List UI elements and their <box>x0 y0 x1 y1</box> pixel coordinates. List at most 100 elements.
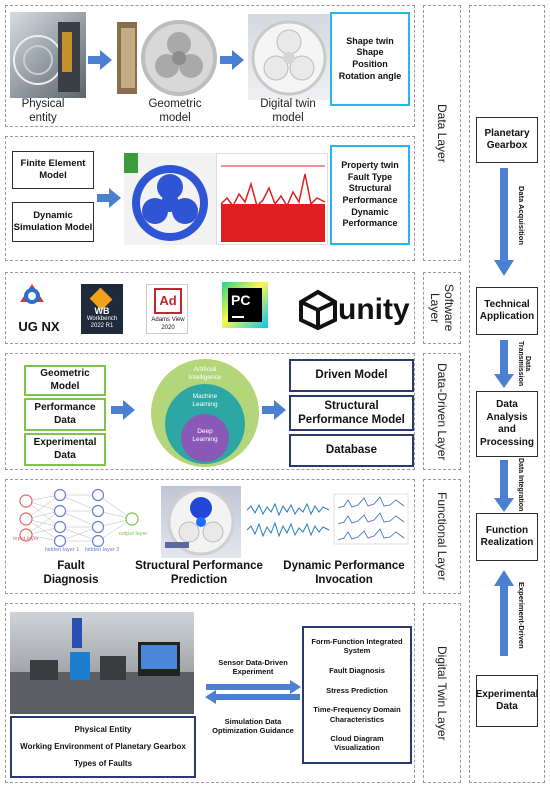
function-list-item-5: Cloud Diagram Visualization <box>330 734 384 753</box>
functional-label-frame <box>423 479 461 594</box>
property-twin-line-6: Performance <box>342 218 398 229</box>
ai-ml-dl-circles <box>151 359 259 467</box>
physical-entity-photo <box>10 12 86 98</box>
software-layer-label: Software Layer <box>428 284 456 332</box>
output-structural-model: Structural Performance Model <box>289 395 414 431</box>
neural-network-diagram <box>19 488 139 548</box>
output-database: Database <box>289 434 414 467</box>
dynamic-simulation-box: Dynamic Simulation Model <box>12 202 94 242</box>
right-column-frame <box>469 5 545 783</box>
data-layer-frame-bottom <box>5 136 415 261</box>
data-driven-label-frame <box>423 353 461 470</box>
entity-list-item-2: Working Environment of Planetary Gearbox <box>20 741 186 751</box>
fem-model-box: Finite Element Model <box>12 151 94 189</box>
label-data-acquisition: Data Acquisition <box>517 185 526 245</box>
input-experimental-data: Experimental Data <box>24 433 106 466</box>
adams-logo-icon: Ad Adams View 2020 <box>146 284 188 334</box>
digital-twin-layer-label: Digital Twin Layer <box>435 645 449 741</box>
software-label-frame <box>423 272 461 344</box>
ugnx-logo-icon <box>20 284 44 304</box>
spectrum-plots <box>333 493 409 545</box>
red-signal-drawing <box>220 165 326 242</box>
structural-prediction-image <box>161 486 241 558</box>
input-performance-data: Performance Data <box>24 398 106 431</box>
shape-twin-line-1: Shape twin <box>346 35 394 46</box>
ugnx-label: UG NX <box>18 319 60 334</box>
property-twin-box: Property twin Fault Type Structural Perf… <box>330 145 410 245</box>
property-twin-line-2: Fault Type <box>347 171 393 182</box>
workbench-wb: WB <box>94 306 110 316</box>
workbench-name: Workbench <box>86 316 118 322</box>
test-rig-drawing <box>10 618 194 714</box>
circle-ml-label: Machine Learning <box>192 393 218 409</box>
physical-entity-caption: Physical entity <box>21 98 65 124</box>
function-list-box: Form-Function Integrated System Fault Di… <box>302 626 412 764</box>
fault-diagnosis-caption: Fault Diagnosis <box>43 560 99 586</box>
shape-twin-box: Shape twin Shape Position Rotation angle <box>330 12 410 106</box>
arrow-right-4 <box>111 400 135 420</box>
entity-list-item-3: Types of Faults <box>73 759 133 769</box>
fem-gear-drawing <box>124 153 208 241</box>
structural-prediction-caption: Structural Performance Prediction <box>135 560 263 586</box>
adams-year: 2020 <box>161 325 175 331</box>
arrow-down-data-transmission <box>494 340 514 388</box>
arrow-down-data-acquisition <box>494 168 514 276</box>
workbench-year: 2022 R1 <box>90 323 114 329</box>
digital-twin-gear-drawing <box>251 20 327 96</box>
arrow-right-5 <box>262 400 286 420</box>
physical-entity-drawing <box>13 22 80 92</box>
function-list-item-3: Stress Prediction <box>326 685 388 695</box>
nn-hidden2-label: hidden layer 2 <box>84 547 120 553</box>
geometric-model-caption: Geometric model <box>148 98 202 124</box>
node-technical-application: Technical Application <box>476 287 538 335</box>
adams-logo-mark <box>154 288 182 314</box>
pycharm-logo-icon: PC <box>222 282 268 328</box>
arrow-right-3 <box>97 188 121 208</box>
shape-twin-line-2: Shape <box>356 47 384 58</box>
property-twin-line-5: Dynamic <box>351 206 389 217</box>
data-driven-frame <box>5 353 415 470</box>
functional-frame <box>5 479 415 594</box>
digital-twin-model-caption: Digital twin model <box>260 98 316 124</box>
label-data-integration: Data Integration <box>517 458 524 512</box>
property-twin-line-3: Structural <box>348 183 392 194</box>
shape-twin-line-3: Position <box>352 59 388 69</box>
node-planetary-gearbox: Planetary Gearbox <box>476 117 538 163</box>
digital-twin-label-frame <box>423 603 461 783</box>
dynamic-invocation-caption: Dynamic Performance Invocation <box>283 560 405 586</box>
digital-twin-model-image <box>248 14 330 100</box>
functional-layer-label: Functional Layer <box>435 492 449 581</box>
data-layer-label-frame <box>423 5 461 261</box>
function-list-item-4: Time-Frequency Domain Characteristics <box>313 705 401 724</box>
node-experimental-data: Experimental Data <box>476 675 538 727</box>
arrow-right-2 <box>220 50 244 70</box>
circle-ai-label: Artificial Intelligence <box>188 366 222 382</box>
workbench-logo-icon: WB Workbench 2022 R1 <box>81 284 123 334</box>
software-frame <box>5 272 415 344</box>
nn-input-layer-label: input layer <box>13 536 39 542</box>
property-twin-line-4: Performance <box>342 195 398 205</box>
adams-name: Adams View <box>151 317 185 323</box>
node-function-realization: Function Realization <box>476 513 538 561</box>
data-driven-layer-label: Data-Driven Layer <box>435 362 449 461</box>
structural-gear-drawing <box>165 488 235 556</box>
geometric-gear-drawing <box>117 20 217 96</box>
nn-output-layer-label: output layer <box>118 531 148 537</box>
sensor-driven-label: Sensor Data-Driven Experiment <box>218 658 288 677</box>
entity-list-box: Physical Entity Working Environment of P… <box>10 716 196 778</box>
data-layer-frame-top <box>5 5 415 127</box>
output-driven-model: Driven Model <box>289 359 414 392</box>
label-experiment-driven: Experiment-Driven <box>517 581 526 649</box>
entity-list-item-1: Physical Entity <box>74 724 132 734</box>
simulation-guidance-label: Simulation Data Optimization Guidance <box>212 717 294 736</box>
function-list-item-1: Form-Function Integrated System <box>311 637 403 656</box>
function-list-item-2: Fault Diagnosis <box>329 666 385 676</box>
arrow-down-data-integration <box>494 460 514 512</box>
geometric-model-image <box>117 14 217 100</box>
shape-twin-line-4: Rotation angle <box>338 70 402 81</box>
arrow-right-1 <box>88 50 112 70</box>
nn-hidden1-label: hidden layer 1 <box>44 547 80 553</box>
unity-logo-icon <box>299 289 337 331</box>
data-layer-label: Data Layer <box>435 103 449 163</box>
circle-dl-label: Deep Learning <box>192 428 218 444</box>
